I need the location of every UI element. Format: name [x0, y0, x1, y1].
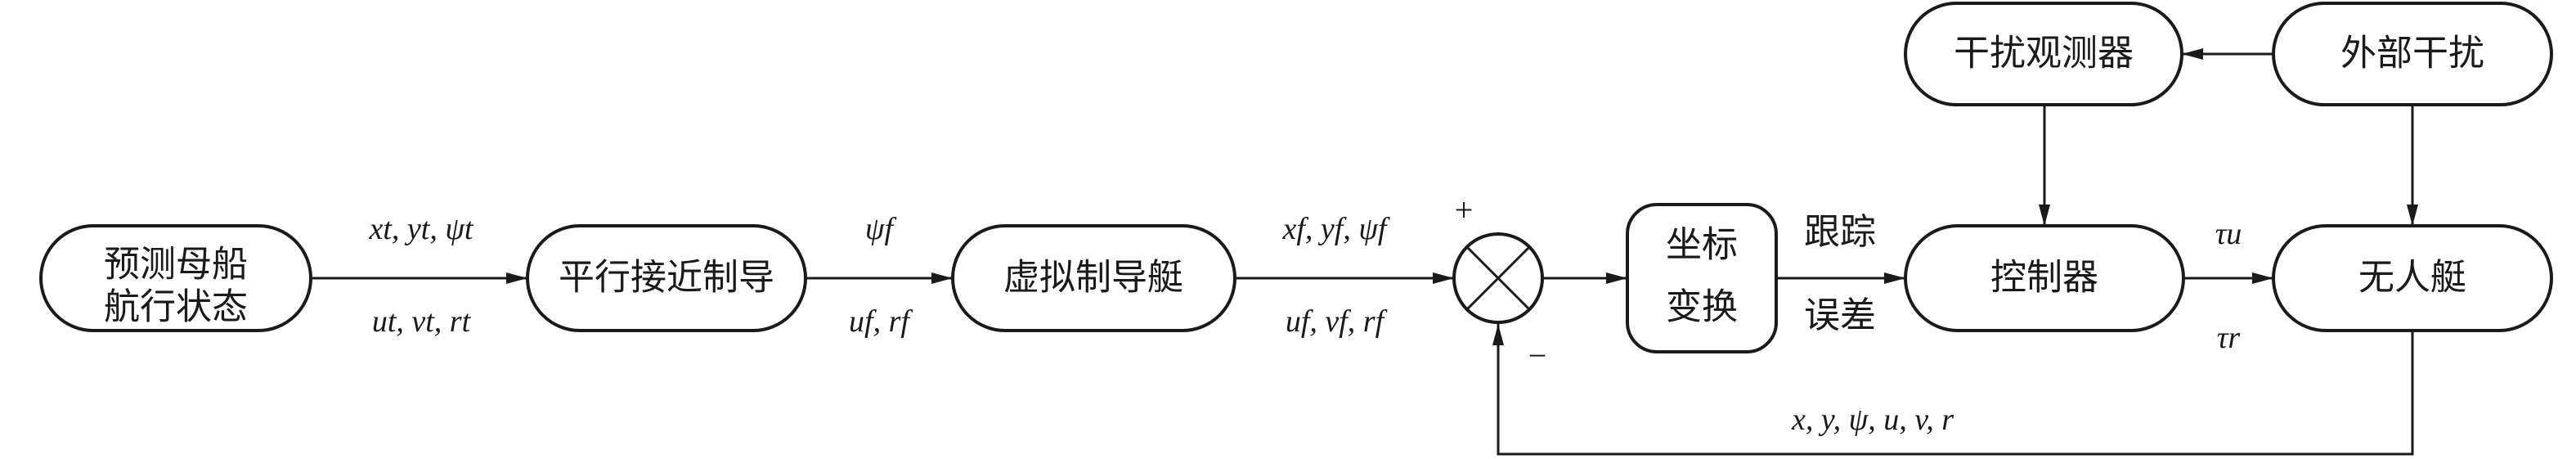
- block-mother-ship-line1: 预测母船: [104, 244, 248, 286]
- label-virtual-velocity: uf, vf, rf: [1286, 304, 1388, 339]
- block-virtual-boat-label: 虚拟制导艇: [1003, 257, 1183, 299]
- connections: [311, 48, 2418, 456]
- block-parallel-guidance: 平行接近制导: [526, 224, 807, 332]
- signal-labels: xt, yt, ψt ut, vt, rt ψf uf, rf xf, yf, …: [368, 191, 2242, 437]
- block-virtual-boat: 虚拟制导艇: [951, 224, 1236, 332]
- block-coord-line2: 变换: [1666, 286, 1738, 328]
- feedback-path: [1492, 324, 2414, 456]
- label-virtual-position: xf, yf, ψf: [1281, 212, 1389, 246]
- label-tracking-error-line2: 误差: [1804, 295, 1876, 336]
- block-usv-label: 无人艇: [2358, 257, 2466, 299]
- block-mother-ship-line2: 航行状态: [104, 286, 248, 328]
- label-minus-sign: −: [1528, 337, 1547, 374]
- block-coordinate-transform: 坐标 变换: [1626, 203, 1778, 353]
- block-controller: 控制器: [1904, 224, 2185, 332]
- block-controller-label: 控制器: [1990, 257, 2098, 299]
- label-target-velocity: ut, vt, rt: [372, 304, 472, 339]
- label-target-position: xt, yt, ψt: [368, 212, 473, 246]
- block-disturbance-observer: 干扰观测器: [1904, 2, 2183, 106]
- label-virtual-speed: uf, rf: [849, 304, 913, 339]
- block-observer-label: 干扰观测器: [1954, 33, 2134, 74]
- block-external-disturbance: 外部干扰: [2272, 2, 2553, 106]
- block-usv: 无人艇: [2272, 224, 2553, 332]
- label-tau-u: τu: [2215, 217, 2242, 251]
- block-parallel-guidance-label: 平行接近制导: [559, 257, 774, 299]
- block-disturbance-label: 外部干扰: [2340, 33, 2484, 74]
- block-coord-line1: 坐标: [1666, 224, 1738, 266]
- label-virtual-heading: ψf: [865, 212, 897, 246]
- label-feedback-signals: x, y, ψ, u, v, r: [1791, 403, 1954, 437]
- label-tracking-error-line1: 跟踪: [1804, 211, 1876, 253]
- label-plus-sign: +: [1455, 191, 1474, 228]
- block-mother-ship-state: 预测母船 航行状态: [39, 224, 312, 332]
- label-tau-r: τr: [2217, 321, 2241, 355]
- summing-junction: [1452, 232, 1544, 324]
